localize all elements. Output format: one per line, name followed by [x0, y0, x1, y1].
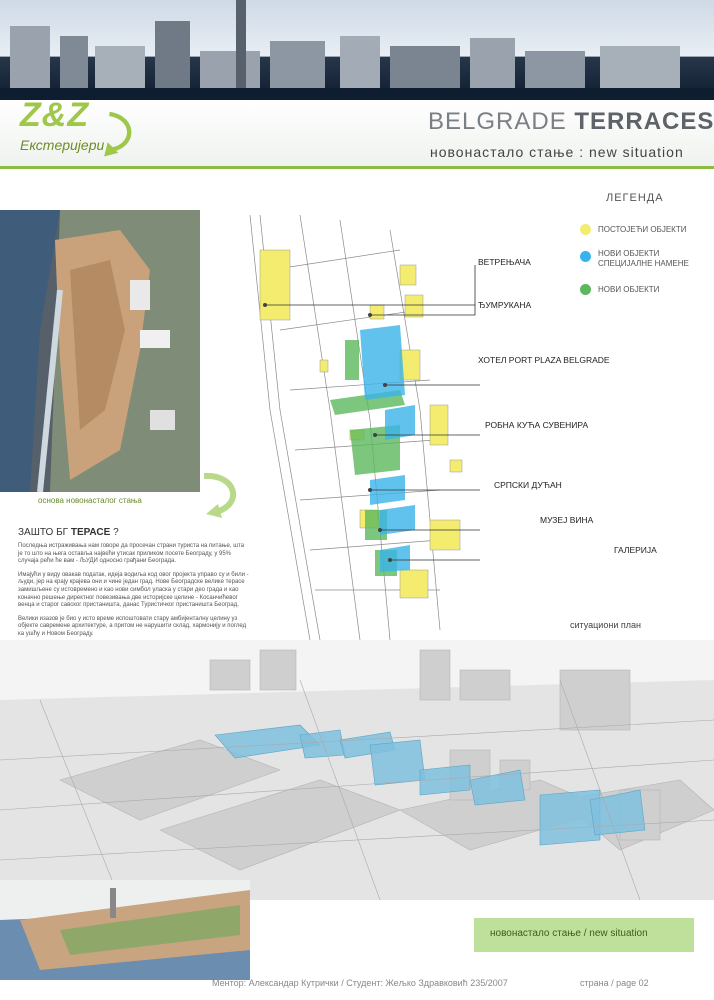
page-number: страна / page 02 [580, 978, 649, 988]
heading-suffix: ? [110, 527, 119, 538]
legend-label-line: СПЕЦИЈАЛНЕ НАМЕНЕ [598, 259, 689, 268]
paragraph: Имајући у виду овакав податак, идеја вод… [18, 571, 249, 609]
callout-label: МУЗЕЈ ВИНА [540, 515, 594, 525]
section-heading: ЗАШТО БГ ТЕРАСЕ ? [18, 527, 119, 538]
logo-text: Z&Z [20, 96, 90, 134]
caption-box [474, 918, 694, 952]
legend-label: НОВИ ОБЈЕКТИ СПЕЦИЈАЛНЕ НАМЕНЕ [598, 249, 689, 269]
page-title: BELGRADE TERRACES [428, 108, 714, 136]
logo-subtitle: Екстеријери [20, 137, 105, 153]
bottom-render [0, 880, 250, 980]
legend-swatch-yellow [580, 224, 591, 235]
perspective-render [0, 640, 714, 900]
city-skyline-banner [0, 0, 714, 102]
paragraph: Велики изазов је био у исто време испошт… [18, 615, 247, 637]
page-subtitle: новонастало стање : new situation [430, 144, 684, 160]
callout-label: СРПСКИ ДУЋАН [494, 480, 562, 490]
callout-label: ХОТЕЛ PORT PLAZA BELGRADE [478, 355, 610, 365]
legend-swatch-green [580, 284, 591, 295]
title-bold: TERRACES [574, 108, 714, 135]
aerial-render [0, 210, 200, 492]
legend-title: ЛЕГЕНДА [606, 192, 664, 204]
title-light: BELGRADE [428, 108, 575, 135]
header-divider [0, 166, 714, 169]
legend-label: НОВИ ОБЈЕКТИ [598, 285, 660, 294]
legend-swatch-blue [580, 251, 591, 262]
callout-label: РОБНА КУЋА СУВЕНИРА [485, 420, 589, 430]
callout-label: ВЕТРЕЊАЧА [478, 257, 531, 267]
section-body: Последња истраживања нам говоре да просе… [18, 543, 250, 645]
header-band [0, 100, 714, 168]
callout-label: ЂУМРУКАНА [478, 300, 532, 310]
site-plan-map [249, 214, 480, 640]
curved-arrow-icon [203, 472, 237, 518]
plan-label: ситуациони план [570, 620, 641, 630]
footer-credits: Ментор: Александар Кутрички / Студент: Ж… [212, 978, 508, 988]
heading-prefix: ЗАШТО БГ [18, 527, 71, 538]
caption-box-label: новонастало стање / new situation [490, 928, 648, 939]
logo-arrow-icon [104, 111, 132, 157]
aerial-caption: основа новонасталог стања [38, 496, 142, 505]
legend-label-line: НОВИ ОБЈЕКТИ [598, 249, 660, 258]
callout-label: ГАЛЕРИЈА [614, 545, 657, 555]
heading-bold: ТЕРАСЕ [70, 527, 111, 538]
paragraph: Последња истраживања нам говоре да просе… [18, 543, 245, 565]
legend-label: ПОСТОЈЕЋИ ОБЈЕКТИ [598, 225, 687, 234]
